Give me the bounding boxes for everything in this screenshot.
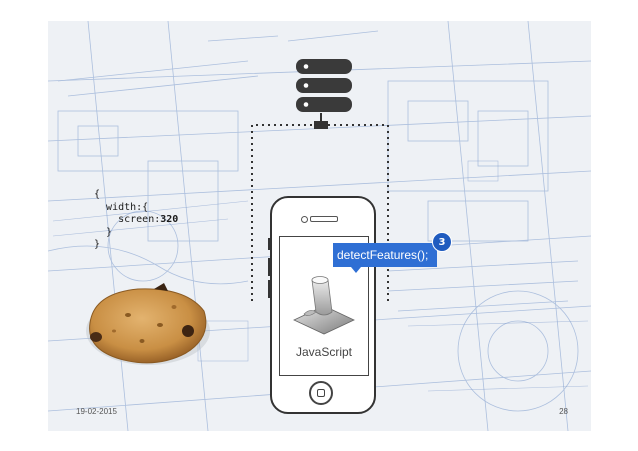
phone-camera: [301, 216, 308, 223]
phone-speaker: [310, 216, 338, 222]
server-icon: [296, 59, 352, 112]
footer-date: 19-02-2015: [76, 407, 117, 416]
code-snippet: { width:{ screen:320 } }: [94, 189, 179, 250]
phone-home-button: [309, 381, 333, 405]
phone-volume-up: [268, 258, 271, 276]
function-tooltip: detectFeatures();: [333, 243, 437, 273]
count-badge: 3: [432, 232, 452, 252]
script-icon: [293, 276, 355, 335]
cookie-image: [86, 283, 210, 365]
slide: { width:{ screen:320 } }: [48, 21, 591, 431]
phone-side-button: [268, 238, 271, 250]
connection-dotted-line: [251, 113, 389, 301]
smartphone-icon: JavaScript: [268, 196, 376, 414]
javascript-label: JavaScript: [295, 345, 353, 359]
page-number: 28: [559, 407, 568, 416]
phone-volume-down: [268, 280, 271, 298]
